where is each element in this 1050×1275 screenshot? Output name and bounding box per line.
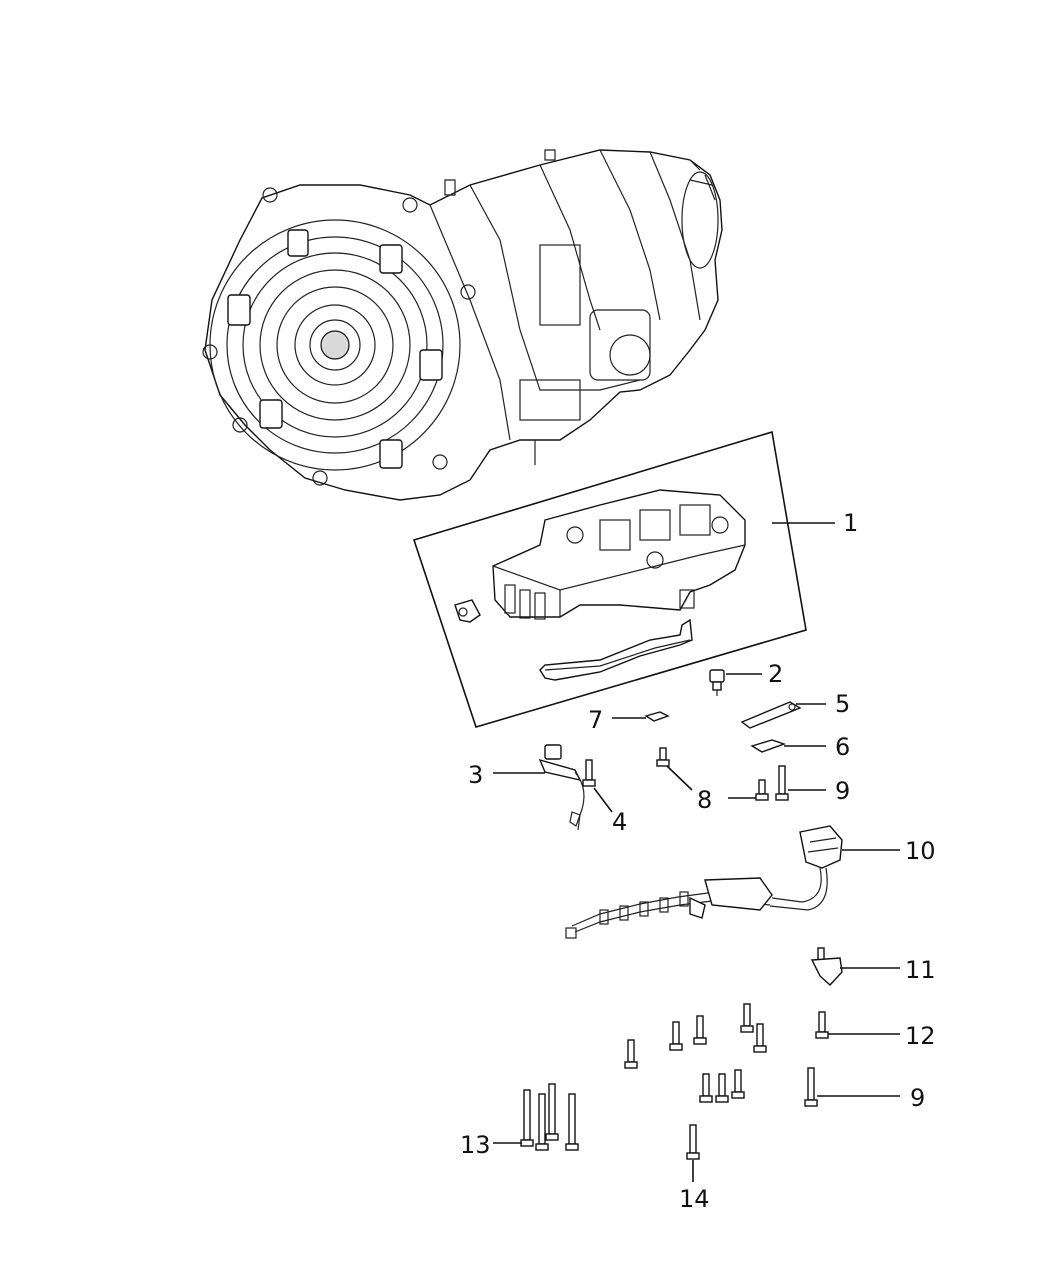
bolt-group-12 xyxy=(624,1003,829,1103)
callout-6: 6 xyxy=(835,733,850,761)
bolt-8 xyxy=(656,747,769,801)
bolt-9-lower xyxy=(804,1067,818,1107)
wiring-harness xyxy=(565,825,843,939)
callout-3: 3 xyxy=(468,761,483,789)
callout-1: 1 xyxy=(843,509,858,537)
callout-10: 10 xyxy=(905,837,936,865)
bolt-group-13 xyxy=(520,1083,579,1151)
callout-13: 13 xyxy=(460,1131,491,1159)
pressure-sensor xyxy=(709,669,725,696)
clip-7 xyxy=(644,711,670,722)
valve-body-bracket xyxy=(539,618,693,681)
callout-7: 7 xyxy=(588,706,603,734)
callout-14: 14 xyxy=(679,1185,710,1213)
callout-11: 11 xyxy=(905,956,936,984)
bolt-9-upper xyxy=(775,765,789,801)
callout-9-lower: 9 xyxy=(910,1084,925,1112)
bolt-4 xyxy=(582,759,596,787)
shim-6 xyxy=(750,739,787,753)
bolt-14 xyxy=(686,1124,700,1160)
bracket-11 xyxy=(810,947,843,986)
callout-2: 2 xyxy=(768,660,783,688)
plate-5 xyxy=(740,701,802,729)
solenoid-connector xyxy=(454,599,481,623)
callout-4: 4 xyxy=(612,808,627,836)
callout-8: 8 xyxy=(697,786,712,814)
speed-sensor-3 xyxy=(538,744,585,831)
callout-5: 5 xyxy=(835,690,850,718)
valve-body-kit-box xyxy=(412,430,807,728)
callout-12: 12 xyxy=(905,1022,936,1050)
valve-body-assembly xyxy=(454,489,746,681)
transmission-assembly xyxy=(202,149,723,501)
callout-9-upper: 9 xyxy=(835,777,850,805)
